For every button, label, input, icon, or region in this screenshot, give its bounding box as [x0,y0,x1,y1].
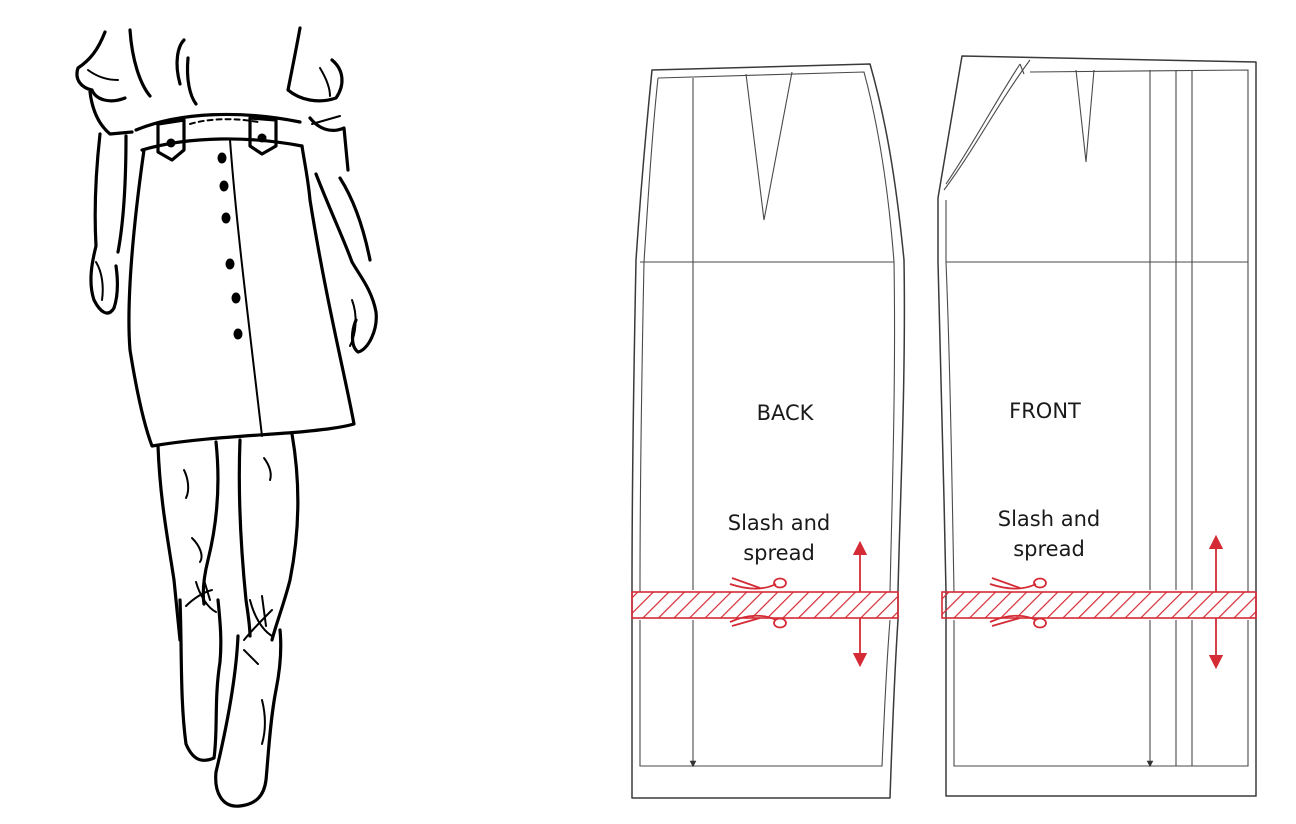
back-inner-line [639,71,896,767]
back-outer-outline [631,63,906,799]
back-label: BACK [757,401,815,425]
front-pattern-piece: FRONT Slash and spread [937,55,1257,797]
scissors-icon [989,614,1047,629]
scissors-icon [989,577,1047,590]
front-pocket-facing [945,63,1025,185]
back-pattern-piece: BACK Slash and spread [631,63,906,799]
front-dart [1075,69,1095,163]
fashion-sketch [75,26,378,808]
front-outer-outline [937,55,1257,797]
front-slash-label-line2: spread [1013,537,1085,561]
front-slash-label-line1: Slash and [998,507,1100,531]
back-dart [745,71,793,221]
front-label: FRONT [1009,399,1081,423]
scissors-icon [729,577,787,590]
front-pocket-line [943,59,1031,191]
scissors-icon [729,614,787,629]
front-slash-band [941,591,1257,619]
back-slash-label-line2: spread [743,541,815,565]
back-slash-band [631,591,899,619]
back-slash-label-line1: Slash and [728,511,830,535]
front-inner-line [945,69,1249,767]
